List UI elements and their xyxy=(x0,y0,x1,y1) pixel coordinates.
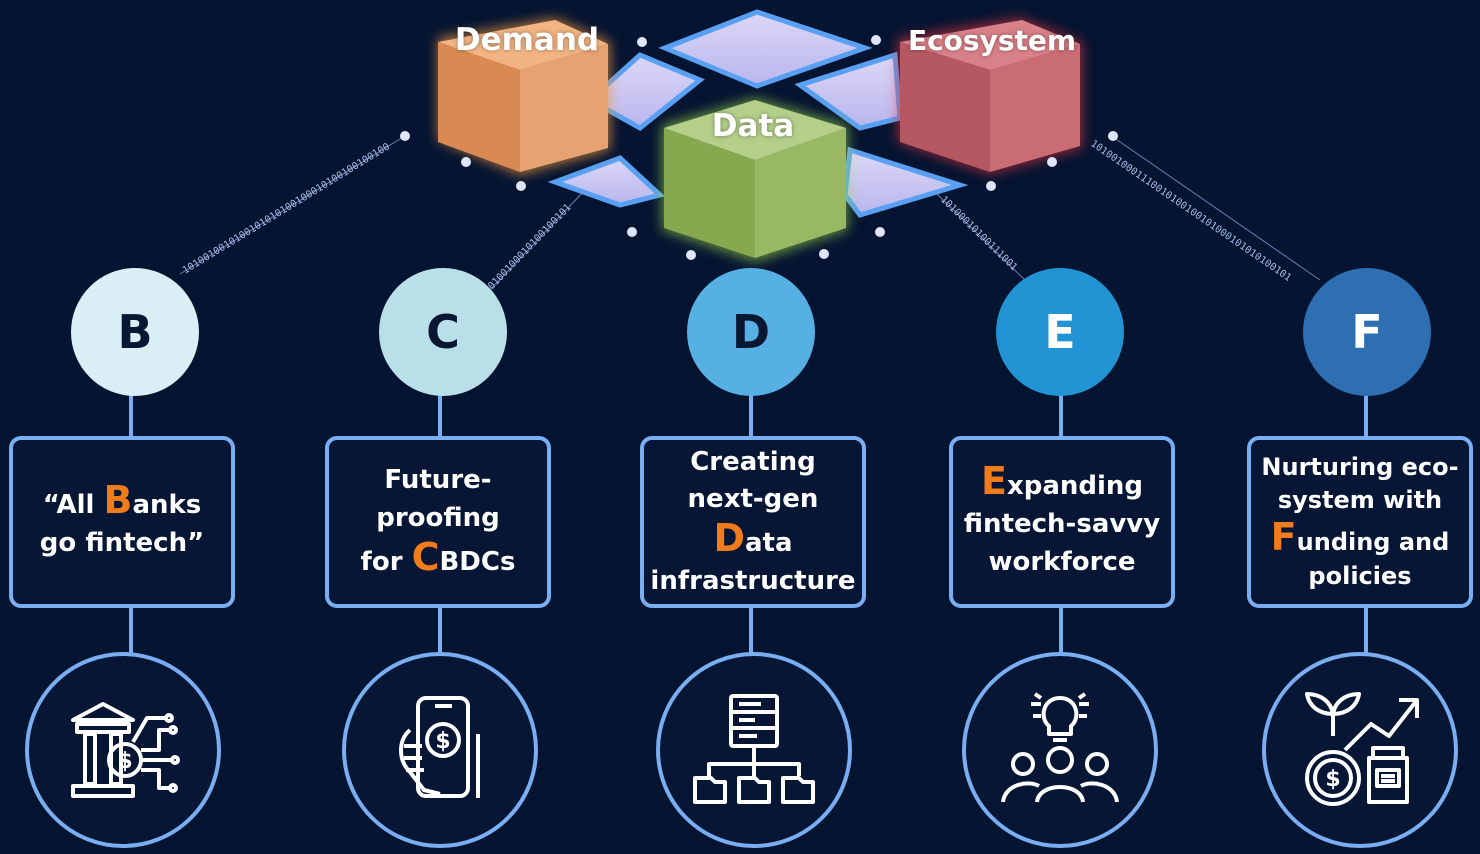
pillar-text-pre: “All xyxy=(42,490,104,521)
pillar-text-pre: Creating next-gen xyxy=(687,446,819,515)
pillar-box-d: Creating next-gen Data infrastructure xyxy=(640,436,866,608)
binary-string-b: 1010010010100101010100100010100100100100 xyxy=(181,141,392,276)
pillar-text-post: anks go fintech” xyxy=(39,490,205,558)
letter-c: C xyxy=(426,305,460,359)
pillar-text-post: unding and policies xyxy=(1296,528,1450,590)
binary-string-f: 1010010001110010100100101000101010100101 xyxy=(1088,138,1293,283)
letter-f: F xyxy=(1351,305,1383,359)
data-cube xyxy=(662,98,848,262)
funding-growth-icon: $ xyxy=(1305,692,1419,806)
letter-e: E xyxy=(1044,305,1076,359)
pillar-text-post: xpanding fintech-savvy workforce xyxy=(963,471,1161,577)
mobile-payment-icon: $ xyxy=(399,696,480,798)
pillar-accent-letter: C xyxy=(411,534,440,579)
letter-circle-d: D xyxy=(687,268,815,396)
letter-circle-c: C xyxy=(379,268,507,396)
cube-label-data: Data xyxy=(711,108,795,144)
icon-circle-d xyxy=(656,652,852,848)
pillar-accent-letter: F xyxy=(1270,515,1297,559)
letter-b: B xyxy=(117,305,153,359)
letter-d: D xyxy=(731,305,771,359)
letter-circle-b: B xyxy=(71,268,199,396)
svg-text:$: $ xyxy=(117,749,132,774)
icon-circle-c: $ xyxy=(342,652,538,848)
svg-text:$: $ xyxy=(435,729,450,754)
pillar-box-f: Nurturing eco-system with Funding and po… xyxy=(1247,436,1473,608)
data-server-folders-icon xyxy=(693,694,815,804)
pillar-connectors xyxy=(129,395,1368,655)
team-idea-icon xyxy=(1001,692,1119,803)
letter-circle-e: E xyxy=(996,268,1124,396)
bank-circuit-icon: $ xyxy=(71,702,180,798)
binary-string-e: 10100010100111001 xyxy=(938,194,1019,273)
pillar-accent-letter: E xyxy=(980,459,1007,504)
platform-tiles xyxy=(547,9,969,218)
icon-circle-f: $ xyxy=(1262,652,1458,848)
pillar-text-post: BDCs xyxy=(439,546,516,577)
pillar-box-b: “All Banks go fintech” xyxy=(9,436,235,608)
pillar-text-post: ata infrastructure xyxy=(650,528,856,596)
decor-dots xyxy=(400,35,1118,260)
ecosystem-cube xyxy=(898,18,1082,174)
cube-label-ecosystem: Ecosystem xyxy=(907,24,1077,57)
letter-circle-f: F xyxy=(1303,268,1431,396)
binary-string-c: 0100100010100100101 xyxy=(486,202,573,292)
pillar-accent-letter: D xyxy=(713,516,745,560)
pillar-accent-letter: B xyxy=(103,478,133,523)
pillar-text-pre: Future-proofing for xyxy=(360,465,500,577)
icon-circle-b: $ xyxy=(25,652,221,848)
pillar-box-e: Expanding fintech-savvy workforce xyxy=(949,436,1175,608)
pillar-box-c: Future-proofing for CBDCs xyxy=(325,436,551,608)
connector-lines xyxy=(179,134,1321,291)
icon-circle-e xyxy=(962,652,1158,848)
cube-label-demand: Demand xyxy=(454,22,600,58)
pillar-text-pre: Nurturing eco-system with xyxy=(1261,452,1459,515)
svg-text:$: $ xyxy=(1325,767,1340,792)
demand-cube xyxy=(438,18,610,175)
